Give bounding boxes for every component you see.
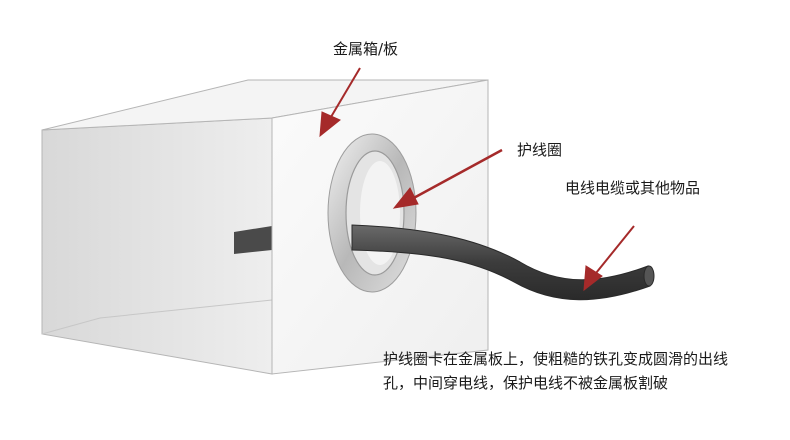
arrow-grommet xyxy=(392,148,503,209)
cable-end xyxy=(643,265,655,287)
arrow-metal-box xyxy=(319,67,361,138)
box-inner-edge xyxy=(41,299,273,335)
label-metal-box: 金属箱/板 xyxy=(333,40,399,58)
label-cable: 电线电缆或其他物品 xyxy=(565,179,701,197)
arrow-cable xyxy=(583,225,635,292)
cable-inner-segment xyxy=(234,226,272,254)
label-grommet: 护线圈 xyxy=(517,141,563,159)
caption-text: 护线圈卡在金属板上，使粗糙的铁孔变成圆滑的出线孔，中间穿电线，保护电线不被金属板… xyxy=(383,350,729,392)
